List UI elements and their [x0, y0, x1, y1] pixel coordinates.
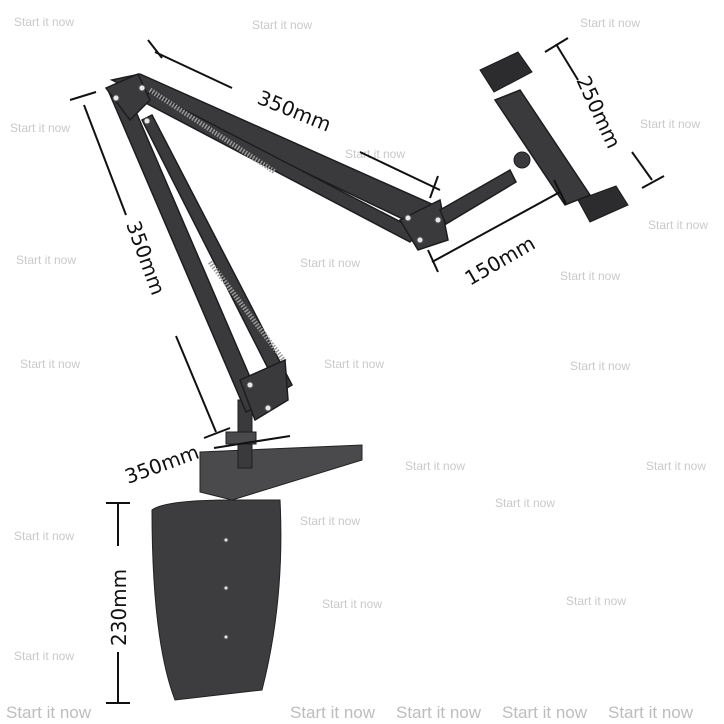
watermark: Start it now	[14, 15, 74, 29]
watermark: Start it now	[324, 357, 384, 371]
base-depth-dimension: 350mm	[122, 440, 203, 489]
watermark: Start it now	[6, 703, 92, 722]
watermark: Start it now	[290, 703, 376, 722]
watermark: Start it now	[14, 529, 74, 543]
clamp-plate	[199, 444, 363, 501]
watermark: Start it now	[396, 703, 482, 722]
watermark: Start it now	[345, 147, 405, 161]
watermark: Start it now	[566, 594, 626, 608]
watermark: Start it now	[495, 496, 555, 510]
tablet-holder-dimension: 250mm	[571, 72, 625, 152]
watermark: Start it now	[570, 359, 630, 373]
watermark: Start it now	[405, 459, 465, 473]
watermark: Start it now	[580, 16, 640, 30]
watermark: Start it now	[608, 703, 694, 722]
watermark: Start it now	[20, 357, 80, 371]
upper-spring	[148, 87, 277, 175]
base-height-dimension: 230mm	[107, 569, 131, 646]
holder-arm	[439, 168, 517, 226]
upper-arm-dimension: 350mm	[254, 85, 335, 136]
tablet-stand	[104, 51, 629, 701]
watermarks: Start it now Start it now Start it now S…	[6, 15, 708, 722]
watermark: Start it now	[16, 253, 76, 267]
watermark: Start it now	[648, 218, 708, 232]
watermark: Start it now	[300, 514, 360, 528]
watermark: Start it now	[646, 459, 706, 473]
watermark: Start it now	[502, 703, 588, 722]
watermark: Start it now	[560, 269, 620, 283]
watermark: Start it now	[322, 597, 382, 611]
watermark: Start it now	[14, 649, 74, 663]
lower-arm-dimension: 350mm	[121, 218, 170, 299]
watermark: Start it now	[10, 121, 70, 135]
clamp-body	[151, 499, 282, 701]
watermark: Start it now	[640, 117, 700, 131]
watermark: Start it now	[252, 18, 312, 32]
watermark: Start it now	[300, 256, 360, 270]
tablet-holder	[493, 89, 592, 206]
